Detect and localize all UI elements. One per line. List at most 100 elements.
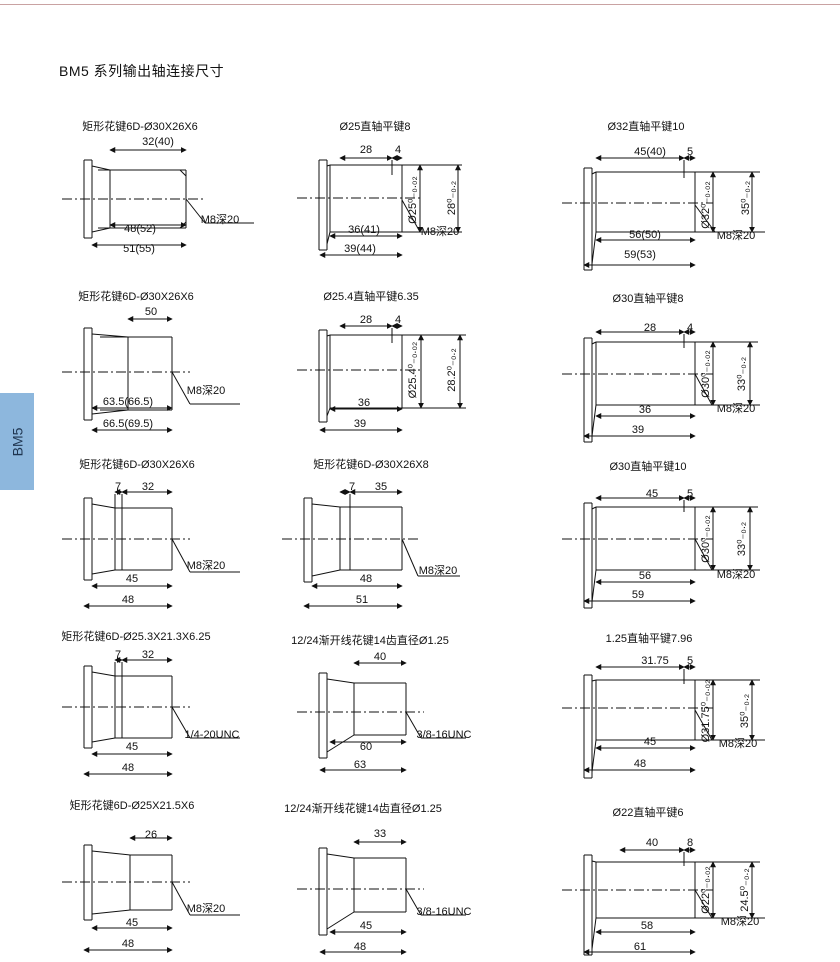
drawing-line <box>171 881 191 916</box>
note-label: 3/8-16UNC <box>416 906 471 918</box>
drawing-line <box>591 506 597 510</box>
dim-label: 48 <box>122 594 134 606</box>
drawing-line <box>591 739 597 773</box>
figure-8-title: 矩形花键6D-Ø30X26X8 <box>313 459 429 471</box>
figure-3-title: Ø32直轴平键10 <box>607 121 685 133</box>
drawing-line <box>694 889 713 919</box>
top-rule <box>0 4 840 5</box>
dim-label: 59(53) <box>624 249 656 261</box>
note-label: M8深20 <box>717 402 756 415</box>
dim-label: 60 <box>360 741 372 753</box>
drawing-line <box>326 911 355 930</box>
dim-label: 5 <box>687 488 693 500</box>
dim-label: 59 <box>632 589 644 601</box>
dim-label: 36 <box>358 397 370 409</box>
dim-label: 26 <box>145 829 157 841</box>
figure-12-title: 1.25直轴平键7.96 <box>605 633 693 645</box>
dim-label: 48 <box>122 762 134 774</box>
drawing-line <box>694 538 713 571</box>
dim-label: 45 <box>360 920 372 932</box>
note-label: M8深20 <box>717 229 756 242</box>
figure-14-title: 12/24渐开线花键14齿直径Ø1.25 <box>284 803 442 815</box>
drawing-line <box>91 569 116 575</box>
dim-label: 45(40) <box>634 146 666 158</box>
dim-label: 58 <box>641 920 653 932</box>
figure-4-title: 矩形花键6D-Ø30X26X6 <box>78 291 194 303</box>
drawing-line <box>311 503 341 508</box>
dim-label: 33⁰₋₀.₂ <box>736 357 748 391</box>
dim-label: 4 <box>687 322 693 334</box>
dim-label: 39 <box>632 424 644 436</box>
dim-label: Ø32⁰₋₀.₀₂ <box>700 181 712 228</box>
drawing-line <box>694 709 713 741</box>
dim-label: 36 <box>639 404 651 416</box>
dim-label: Ø30⁰₋₀.₀₂ <box>700 350 712 397</box>
dim-label: 63 <box>354 759 366 771</box>
drawing-line <box>591 231 597 265</box>
dim-label: 28 <box>360 314 372 326</box>
dim-label: 8 <box>687 837 693 849</box>
drawing-line <box>179 169 187 177</box>
drawing-line <box>326 734 355 753</box>
drawing-line <box>91 909 131 915</box>
dim-label: 32(40) <box>142 136 174 148</box>
dim-label: 40 <box>646 837 658 849</box>
drawing-line <box>401 538 419 577</box>
drawing-line <box>591 404 597 437</box>
dim-label: 33 <box>374 828 386 840</box>
dim-label: 39(44) <box>344 243 376 255</box>
dim-label: 45 <box>644 736 656 748</box>
drawing-line <box>591 569 597 603</box>
dim-label: 48 <box>354 941 366 953</box>
dim-label: 61 <box>634 941 646 953</box>
drawing-line <box>91 503 116 509</box>
note-label: M8深20 <box>187 902 226 915</box>
dim-label: 45 <box>126 917 138 929</box>
dim-label: 39 <box>354 418 366 430</box>
dim-label: 5 <box>687 146 693 158</box>
dim-label: 48(52) <box>124 223 156 235</box>
dim-label: 35⁰₋₀.₂ <box>739 694 751 728</box>
figure-5-title: Ø25.4直轴平键6.35 <box>323 291 419 303</box>
dim-label: 56 <box>639 570 651 582</box>
note-label: M8深20 <box>717 568 756 581</box>
dim-label: 7 <box>349 481 355 493</box>
figure-10-title: 矩形花键6D-Ø25.3X21.3X6.25 <box>61 631 211 643</box>
dim-label: 40 <box>374 651 386 663</box>
dim-label: 31.75 <box>641 655 669 667</box>
dim-label: Ø31.75⁰₋₀.₀₂ <box>700 680 712 743</box>
drawing-line <box>91 409 129 415</box>
figure-2-title: Ø25直轴平键8 <box>339 121 411 133</box>
drawing-line <box>91 737 116 743</box>
figure-1-title: 矩形花键6D-Ø30X26X6 <box>82 121 198 133</box>
note-label: M8深20 <box>201 213 240 226</box>
side-tab[interactable]: BM5 <box>0 393 34 490</box>
drawing-line <box>694 204 716 233</box>
dim-label: 45 <box>126 573 138 585</box>
figure-6-title: Ø30直轴平键8 <box>612 293 684 305</box>
drawing-line <box>591 341 597 345</box>
drawing-line <box>694 373 713 406</box>
note-label: M8深20 <box>419 564 458 577</box>
drawing-line <box>171 706 191 739</box>
drawing-line <box>591 679 597 682</box>
dim-label: 4 <box>395 144 401 156</box>
dim-label: 36(41) <box>348 224 380 236</box>
note-label: M8深20 <box>187 559 226 572</box>
dim-label: 28 <box>360 144 372 156</box>
page-title: BM5 系列输出轴连接尺寸 <box>59 63 225 79</box>
dim-label: 7 <box>115 481 121 493</box>
dim-label: 32 <box>142 481 154 493</box>
dim-label: 35 <box>375 481 387 493</box>
dim-label: 56(50) <box>629 229 661 241</box>
dim-label: Ø30⁰₋₀.₀₂ <box>700 515 712 562</box>
drawing-line <box>401 199 421 233</box>
dim-label: Ø25⁰₋₀.₀₂ <box>407 176 419 223</box>
dim-label: 51(55) <box>123 243 155 255</box>
drawing-line <box>91 671 116 677</box>
dim-label: 28.2⁰₋₀.₂ <box>446 348 458 392</box>
dim-label: 50 <box>145 306 157 318</box>
note-label: M8深20 <box>187 384 226 397</box>
drawing-line <box>326 853 355 859</box>
